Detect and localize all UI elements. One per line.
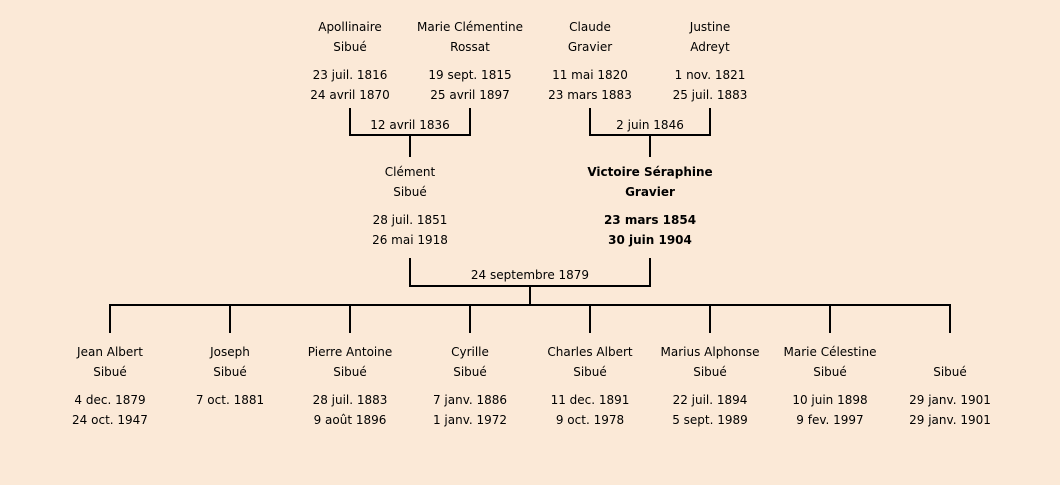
person-last-name: Sibué [693, 365, 727, 379]
child-card[interactable]: Sibué 29 janv. 1901 29 janv. 1901 [885, 342, 1015, 430]
person-birth-date: 19 sept. 1815 [428, 68, 512, 82]
person-first-name: Marie Célestine [783, 345, 877, 359]
person-birth-date: 11 mai 1820 [552, 68, 628, 82]
person-first-name: Charles Albert [547, 345, 633, 359]
marriage-date: 24 septembre 1879 [470, 268, 590, 282]
person-death-date: 9 fev. 1997 [796, 413, 864, 427]
person-first-name: Claude [569, 20, 611, 34]
person-death-date: 25 juil. 1883 [672, 88, 748, 102]
person-birth-date: 4 dec. 1879 [74, 393, 146, 407]
person-first-name: Marius Alphonse [660, 345, 760, 359]
person-birth-date: 10 juin 1898 [792, 393, 868, 407]
person-last-name: Sibué [453, 365, 487, 379]
person-birth-date: 28 juil. 1851 [372, 213, 448, 227]
marriage-date: 2 juin 1846 [616, 118, 684, 132]
person-last-name: Sibué [813, 365, 847, 379]
person-first-name: Clément [384, 165, 436, 179]
person-birth-date: 22 juil. 1894 [672, 393, 748, 407]
person-last-name: Sibué [933, 365, 967, 379]
person-first-name [885, 342, 1015, 362]
person-birth-date: 7 janv. 1886 [432, 393, 508, 407]
person-birth-date: 23 mars 1854 [603, 213, 697, 227]
person-death-date: 25 avril 1897 [430, 88, 510, 102]
person-death-date: 9 oct. 1978 [555, 413, 625, 427]
person-birth-date: 23 juil. 1816 [312, 68, 388, 82]
person-first-name: Jean Albert [77, 345, 143, 359]
person-birth-date: 29 janv. 1901 [909, 393, 991, 407]
person-death-date: 5 sept. 1989 [672, 413, 748, 427]
person-last-name: Sibué [213, 365, 247, 379]
person-last-name: Sibué [93, 365, 127, 379]
person-birth-date: 1 nov. 1821 [674, 68, 746, 82]
person-last-name: Sibué [333, 365, 367, 379]
person-death-date: 26 mai 1918 [372, 233, 448, 247]
person-birth-date: 7 oct. 1881 [195, 393, 265, 407]
person-death-date: 23 mars 1883 [548, 88, 632, 102]
person-death-date: 1 janv. 1972 [432, 413, 508, 427]
person-death-date: 24 avril 1870 [310, 88, 390, 102]
person-first-name: Cyrille [451, 345, 489, 359]
person-death-date: 9 août 1896 [313, 413, 387, 427]
person-last-name: Rossat [450, 40, 490, 54]
person-last-name: Sibué [393, 185, 427, 199]
person-birth-date: 11 dec. 1891 [550, 393, 630, 407]
person-death-date: 24 oct. 1947 [72, 413, 148, 427]
person-birth-date: 28 juil. 1883 [312, 393, 388, 407]
person-first-name: Joseph [210, 345, 250, 359]
person-last-name: Sibué [333, 40, 367, 54]
person-first-name: Justine [689, 20, 731, 34]
person-first-name: Marie Clémentine [417, 20, 523, 34]
person-first-name: Apollinaire [318, 20, 382, 34]
person-death-date [165, 410, 295, 430]
person-last-name: Sibué [573, 365, 607, 379]
person-death-date: 30 juin 1904 [608, 233, 692, 247]
person-last-name: Adreyt [690, 40, 730, 54]
person-first-name: Victoire Séraphine [587, 165, 713, 179]
person-death-date: 29 janv. 1901 [909, 413, 991, 427]
person-last-name: Gravier [625, 185, 675, 199]
marriage-date: 12 avril 1836 [370, 118, 450, 132]
person-last-name: Gravier [567, 40, 613, 54]
person-first-name: Pierre Antoine [307, 345, 393, 359]
